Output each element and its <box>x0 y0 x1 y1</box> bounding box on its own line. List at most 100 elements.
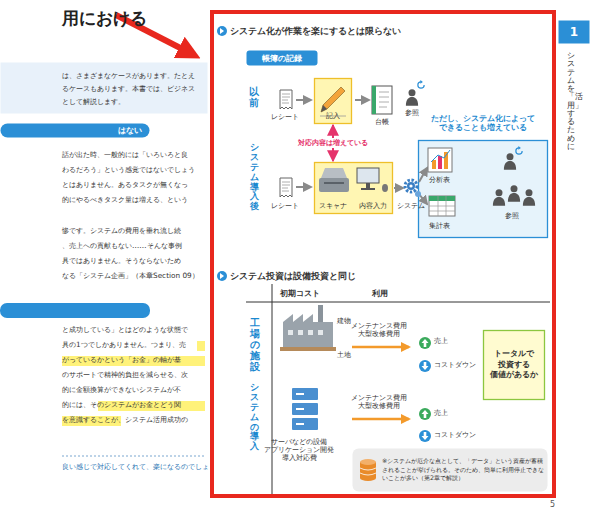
node-subtext: 分析表 <box>424 176 454 185</box>
chapter-tab-fill <box>559 21 590 44</box>
footnote-text: 良い感じで対応してくれて、楽になるのでしょ <box>62 463 209 471</box>
body-text-line: 的にやるべきタスク量は増える、という <box>62 196 188 205</box>
process-box-fill <box>315 79 352 124</box>
node-text: は、さまざまなケースがあります。たとえ るケースもあります。本書では、ビジネス … <box>62 69 205 108</box>
bullet-icon <box>220 273 224 279</box>
body-text-line: がっているかという「お金」の軸が基 <box>62 356 181 365</box>
item-label: メンテナンス費用 大型改修費用 <box>350 394 408 410</box>
node-text: トータルで 投資する 価値があるか <box>488 349 540 380</box>
table-rule <box>272 284 273 494</box>
factory-icon <box>280 347 336 351</box>
body-text-line: 的には、そのシステムがお金とどう関 <box>62 401 181 410</box>
bullet-icon <box>217 26 227 281</box>
body-text-line: 、売上への貢献もない……そんな事例 <box>62 242 182 251</box>
people-icon <box>504 153 516 170</box>
row-heading: システム導入後 <box>250 143 259 212</box>
icon-caption: 台帳 <box>370 119 394 127</box>
icon-caption: レシート <box>271 114 299 122</box>
item-label: サーバなどの設備 アプリケーション開発 導入対応費 <box>262 438 336 462</box>
column-heading: 利用 <box>372 289 388 298</box>
table-rule <box>246 284 550 494</box>
pencil-icon <box>321 87 345 112</box>
server-icon <box>292 418 318 430</box>
output-box-fill <box>419 141 548 238</box>
gear-icon <box>415 191 421 197</box>
section-band-fill <box>1 124 150 138</box>
table-icon <box>429 196 455 216</box>
body-text-line: 的に金額換算ができないシステムが不 <box>62 386 181 395</box>
icon-caption: レシート <box>271 203 299 211</box>
body-text-line: 具ではありません。そうならないため <box>62 257 181 266</box>
section-band <box>0 303 150 318</box>
note-box: ※システムが厄介な点として、「データ」という資産が蓄積されることが挙げられる。そ… <box>352 448 548 492</box>
bullet-icon <box>220 28 224 34</box>
scanner-icon <box>319 168 349 192</box>
conclusion-box-fill <box>484 331 545 400</box>
item-label: 建物 <box>337 318 351 326</box>
person-icon <box>406 89 418 106</box>
pencil-icon <box>320 87 346 116</box>
receipt-icon <box>280 90 292 197</box>
section-band: はない <box>0 123 150 138</box>
icon-caption: 参照 <box>400 110 424 118</box>
flow-arrow <box>419 168 427 182</box>
table-icon <box>429 196 455 216</box>
bullet-icon <box>217 271 227 281</box>
up-down-icon <box>419 408 431 420</box>
receipt-icon <box>280 90 292 109</box>
people-icon <box>516 146 522 154</box>
chart-icon <box>428 148 452 172</box>
body-text-line: わるだろう」という感覚ではないでしょう <box>62 166 195 175</box>
up-down-icon <box>419 360 431 372</box>
process-box-fill <box>315 163 393 214</box>
flow-arrow <box>296 99 311 101</box>
chart-icon <box>431 150 450 162</box>
highlight <box>197 341 205 351</box>
database-icon <box>360 459 376 465</box>
receipt-icon <box>280 178 292 197</box>
chapter-tab-text: システムを「活用」するために <box>567 52 575 151</box>
server-icon <box>292 403 318 415</box>
flow-arrow <box>296 186 311 188</box>
person-icon <box>406 80 424 106</box>
gear-icon <box>405 180 421 197</box>
highlight <box>62 341 205 426</box>
factory-icon <box>283 314 333 347</box>
server-icon <box>292 388 318 400</box>
intro-box: は、さまざまなケースがあります。たとえ るケースもあります。本書では、ビジネス … <box>0 62 208 114</box>
ledger-icon <box>372 86 376 114</box>
scanner-icon <box>319 178 349 192</box>
divider <box>62 456 205 457</box>
item-label: 売上 <box>434 410 448 418</box>
gear-icon <box>409 184 412 187</box>
database-icon <box>360 459 376 481</box>
item-label: コストダウン <box>434 432 476 440</box>
chart-icon <box>432 160 436 169</box>
section-heading: システム投資は設備投資と同じ <box>230 271 356 281</box>
node-text: 記入 <box>326 112 340 121</box>
topic-band-fill <box>247 51 318 66</box>
process-box: 記入 <box>314 78 352 124</box>
ledger-icon <box>379 92 389 107</box>
chapter-tab: 1 <box>558 20 590 44</box>
people-icon <box>508 185 520 202</box>
body-text-line: 話が出た時、一般的には「いろいろと良 <box>62 151 188 160</box>
monitor-icon <box>366 183 370 188</box>
monitor-icon <box>361 188 375 190</box>
body-text-line: を意識することが、システム活用成功の <box>62 416 188 425</box>
node-subtext: 集計表 <box>424 222 454 231</box>
flow-arrow <box>296 100 427 204</box>
cost-arrow <box>352 346 409 349</box>
conclusion-box: トータルで 投資する 価値があるか <box>483 330 545 400</box>
item-label: 土地 <box>337 352 351 360</box>
bullet-icon <box>217 26 227 36</box>
server-icon <box>296 393 304 425</box>
people-icon <box>493 146 535 206</box>
node-subtext: 内容入力 <box>356 202 390 211</box>
up-down-icon <box>419 337 431 349</box>
monitor-icon <box>382 184 388 192</box>
highlight-frame <box>212 12 554 496</box>
section-heading: システム化が作業を楽にするとは限らない <box>230 26 401 36</box>
node-subtext: 参照 <box>492 212 532 221</box>
note-box-fill <box>353 449 548 492</box>
